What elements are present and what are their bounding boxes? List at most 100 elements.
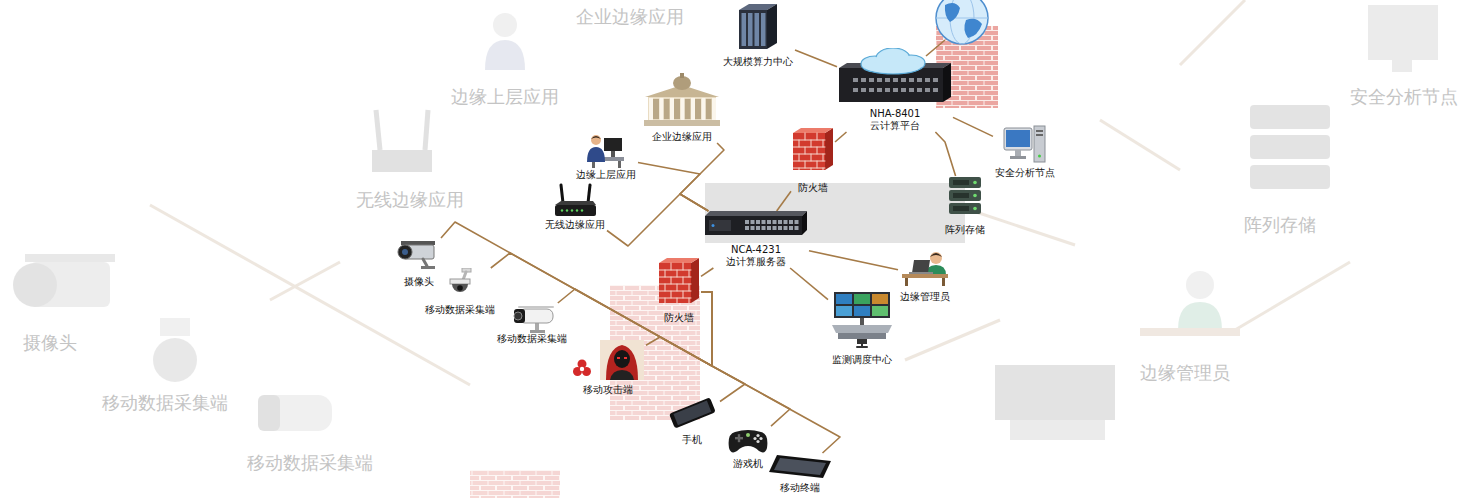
mortar	[799, 168, 800, 170]
mortar	[817, 147, 818, 154]
mortar	[793, 168, 825, 169]
hood	[606, 345, 638, 380]
device-side	[943, 63, 951, 102]
node-label: 边缘管理员	[900, 291, 950, 303]
mobile-collector: 移动数据采集端	[495, 303, 569, 345]
watermark-label: 企业边缘应用	[576, 6, 684, 28]
mortar	[665, 284, 666, 291]
port	[762, 226, 766, 230]
port	[756, 226, 760, 230]
mortar	[659, 284, 691, 285]
laptop-base	[909, 272, 933, 274]
mortar	[823, 154, 824, 161]
faded-storage	[1250, 165, 1330, 189]
port	[745, 220, 749, 224]
dome-cover	[452, 284, 468, 292]
drive	[1036, 130, 1043, 132]
mortar	[793, 140, 825, 141]
node-label: 防火墙	[793, 182, 833, 194]
port	[773, 220, 777, 224]
tablet-icon	[767, 453, 833, 479]
watermark-label: 边缘管理员	[1140, 362, 1230, 384]
port	[869, 78, 874, 82]
faded-person-body	[485, 40, 525, 70]
connector	[795, 50, 837, 67]
port	[751, 220, 755, 224]
mortar	[665, 298, 666, 303]
building-column	[660, 98, 664, 120]
brick-side	[691, 258, 699, 303]
camera-hood	[401, 241, 435, 245]
led	[575, 209, 577, 211]
node-label: 云计算平台	[839, 120, 951, 132]
desk-leg	[592, 161, 595, 168]
desk-leg	[905, 278, 908, 286]
globe	[936, 0, 988, 44]
antenna	[561, 185, 563, 203]
faded-dome-mount	[160, 318, 190, 336]
building-shadow	[695, 99, 701, 119]
building-column	[712, 98, 716, 120]
port	[925, 88, 930, 92]
faded-firewalls	[470, 285, 700, 498]
phone-icon	[666, 396, 718, 428]
gamepad-body	[729, 430, 768, 452]
button	[753, 437, 756, 440]
building-column	[702, 98, 706, 120]
biohazard-core	[580, 367, 584, 371]
mortar	[659, 298, 691, 299]
monitor-icon	[830, 290, 894, 348]
person-hair	[930, 253, 942, 257]
led	[712, 224, 715, 227]
watermark-label: 无线边缘应用	[356, 189, 464, 211]
storage-unit	[949, 203, 981, 214]
faded-server	[705, 183, 965, 243]
mobile-collector: 移动数据采集端	[423, 268, 497, 316]
connector	[790, 268, 828, 300]
port	[861, 88, 866, 92]
rack-panel	[755, 13, 760, 46]
node-label: 无线边缘应用	[545, 219, 605, 231]
port	[933, 88, 938, 92]
screen	[836, 306, 852, 316]
screen	[854, 306, 870, 316]
connector	[638, 163, 708, 212]
mortar	[683, 277, 684, 284]
phone-case	[669, 397, 716, 428]
globe-sphere	[936, 0, 988, 44]
connector	[935, 132, 955, 176]
node-label: 大规模算力中心	[723, 56, 793, 68]
port	[861, 78, 866, 82]
faded-camera-hood	[25, 254, 115, 262]
storage-unit	[949, 190, 981, 201]
connector	[701, 292, 790, 427]
port	[745, 226, 749, 230]
mortar	[811, 168, 812, 170]
faded-computer	[1368, 5, 1438, 60]
cloud-platform: NHA-8401云计算平台	[837, 48, 953, 132]
node-label: NCA-4231	[705, 244, 807, 256]
mortar	[799, 140, 800, 147]
camera-base	[421, 266, 435, 269]
port	[877, 88, 882, 92]
firewall: 防火墙	[657, 258, 701, 324]
person-head	[591, 135, 601, 145]
connector	[953, 117, 993, 136]
monitor-stand	[611, 151, 615, 157]
node-label: 监测调度中心	[830, 354, 894, 366]
hacker-icon	[572, 340, 644, 380]
port	[795, 226, 799, 230]
brick-top	[793, 128, 833, 133]
computer-icon	[1003, 124, 1047, 166]
chair-base	[857, 346, 867, 348]
mortar	[811, 140, 812, 147]
watermark-label: 边缘上层应用	[451, 86, 559, 108]
screen	[872, 294, 888, 304]
person-icon	[586, 132, 626, 168]
desk-leg	[942, 278, 945, 286]
port	[893, 88, 898, 92]
faded-person-head	[493, 13, 517, 37]
building-column	[670, 98, 674, 120]
faded-console	[1010, 420, 1105, 440]
mortar	[671, 263, 672, 270]
